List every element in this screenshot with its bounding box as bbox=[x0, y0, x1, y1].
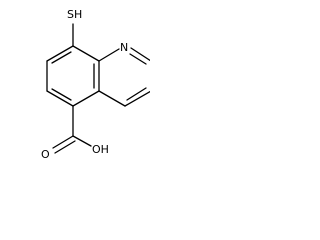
bond-c7-c7-inner bbox=[51, 51, 72, 64]
bond-c-acid-oh bbox=[72, 135, 92, 147]
nitrogen-label: N bbox=[120, 41, 128, 54]
carbonyl-oxygen-label: O bbox=[41, 148, 50, 161]
bond-n1-c2-inner bbox=[129, 53, 147, 65]
bond-c-acid-o-double-b bbox=[54, 140, 76, 154]
thiol-label: SH bbox=[67, 8, 82, 21]
atom-labels: SH N O OH bbox=[41, 8, 128, 161]
bond-c4-c4a bbox=[98, 90, 126, 107]
bond-c3-c4 bbox=[124, 90, 150, 107]
bond-c6-c5-inner bbox=[51, 88, 72, 101]
bond-c5-c4a bbox=[72, 90, 100, 107]
bond-c6-c5 bbox=[46, 90, 74, 107]
bond-c8a-n1 bbox=[98, 48, 120, 62]
structure-diagram: SH N O OH bbox=[41, 8, 150, 161]
bond-c3-c4-inner bbox=[126, 87, 147, 101]
bond-c8-c7 bbox=[46, 45, 74, 62]
bond-n1-c2 bbox=[130, 47, 150, 62]
hydroxyl-label: OH bbox=[92, 143, 109, 156]
bond-c-acid-o-double-a bbox=[52, 135, 74, 149]
bond-layer bbox=[46, 23, 150, 154]
bond-c8a-c8 bbox=[72, 45, 100, 62]
